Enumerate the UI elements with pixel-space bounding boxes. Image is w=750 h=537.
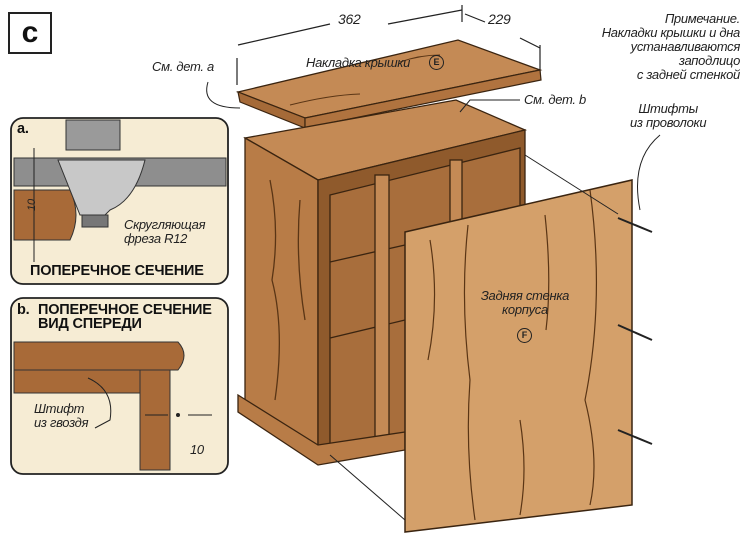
detail-a-dimension: 10	[25, 199, 38, 211]
top-cover-label: Накладка крышки	[306, 55, 411, 70]
detail-b-dimension: 10	[190, 442, 204, 457]
top-cover-plank	[235, 39, 543, 129]
label-line: фреза R12	[124, 231, 188, 246]
label-line: Штифты	[638, 101, 698, 116]
see-detail-b-label: См. дет. b	[524, 92, 586, 107]
wire-pins	[617, 217, 653, 445]
label-line: корпуса	[502, 302, 548, 317]
part-f-badge: F	[517, 328, 532, 343]
label-line: Задняя стенка	[480, 288, 570, 303]
detail-a-panel	[10, 117, 229, 285]
note-line: устанавливаются	[630, 39, 741, 54]
wire-pins-label: Штифты из проволоки	[630, 101, 707, 130]
note: Примечание. Накладки крышки и дна устана…	[601, 11, 741, 82]
back-panel-label: Задняя стенка корпуса	[470, 289, 580, 317]
note-line: заподлицо	[678, 53, 740, 68]
detail-b-panel	[10, 297, 229, 475]
dimension-length: 362	[338, 11, 361, 27]
note-line: с задней стенкой	[636, 67, 740, 82]
dimension-width: 229	[488, 11, 511, 27]
see-detail-a-label: См. дет. а	[152, 59, 214, 74]
back-panel	[404, 179, 633, 533]
leader-lines	[206, 81, 661, 521]
label-line: из гвоздя	[34, 415, 89, 430]
detail-b-title: ПОПЕРЕЧНОЕ СЕЧЕНИЕ ВИД СПЕРЕДИ	[38, 302, 212, 332]
title-line: ВИД СПЕРЕДИ	[38, 316, 142, 332]
label-line: Скругляющая	[124, 217, 206, 232]
cutter-label: Скругляющая фреза R12	[124, 217, 206, 246]
nail-pin-label: Штифт из гвоздя	[34, 401, 89, 430]
detail-a-label: a.	[17, 121, 29, 137]
detail-b-label: b.	[17, 302, 30, 318]
note-line: Накладки крышки и дна	[601, 25, 741, 40]
part-e-badge: E	[429, 55, 444, 70]
label-line: из проволоки	[630, 115, 707, 130]
title-line: ПОПЕРЕЧНОЕ СЕЧЕНИЕ	[38, 302, 212, 318]
dimension-lines	[236, 5, 541, 85]
figure-label: c	[8, 12, 52, 54]
note-line: Примечание.	[664, 11, 740, 26]
detail-a-caption: ПОПЕРЕЧНОЕ СЕЧЕНИЕ	[30, 263, 204, 279]
label-line: Штифт	[34, 401, 85, 416]
